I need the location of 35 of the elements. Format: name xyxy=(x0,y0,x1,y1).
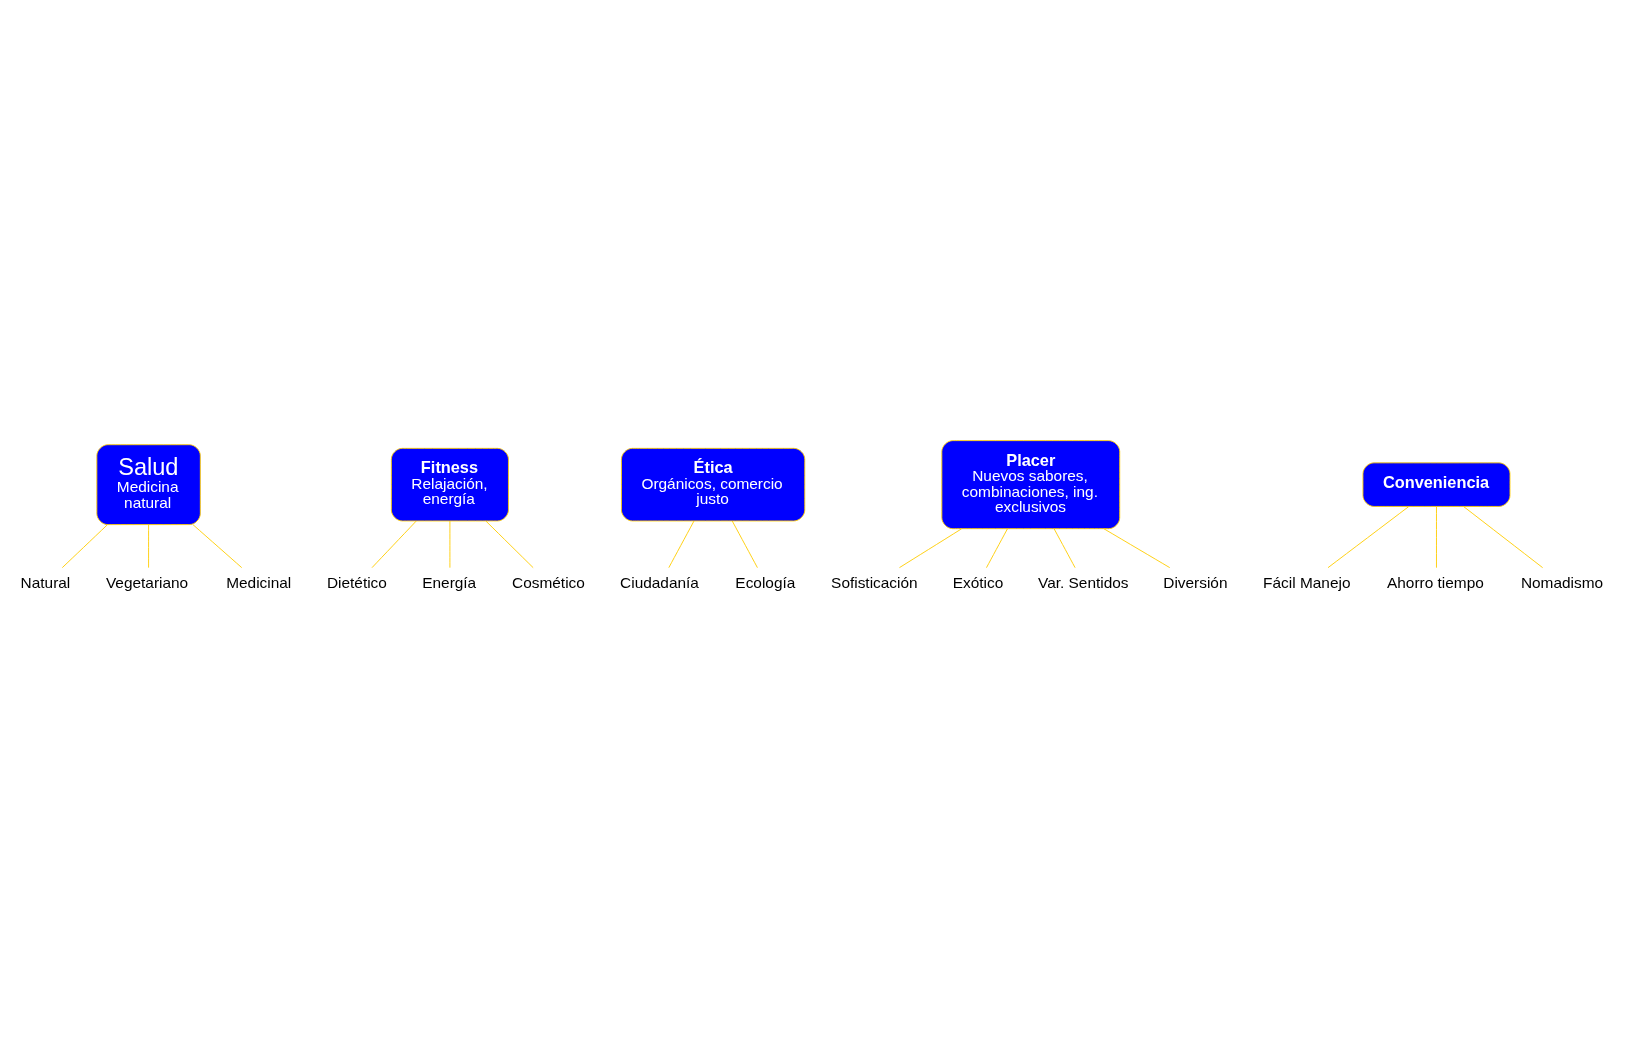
node-text: Cosmético xyxy=(512,573,585,591)
node-text: Natural xyxy=(20,573,71,591)
connector xyxy=(899,527,963,568)
node-text: Nomadismo xyxy=(1520,573,1604,591)
node-box: Fitness Relajación, energía xyxy=(390,447,509,521)
node-box: Placer Nuevos sabores, combinaciones, ing. exclusivos xyxy=(941,439,1121,529)
node-text: Vegetariano xyxy=(105,573,189,591)
connector xyxy=(986,527,1008,568)
connector xyxy=(1327,505,1410,568)
node-text: Exótico xyxy=(952,573,1004,591)
connector xyxy=(1053,527,1076,568)
node-text: Var. Sentidos xyxy=(1038,573,1129,591)
connector xyxy=(1463,505,1544,568)
connector xyxy=(148,523,150,568)
connector xyxy=(731,520,758,568)
node-box: Ética Orgánicos, comercio justo xyxy=(621,447,806,521)
connector xyxy=(449,520,451,568)
connector xyxy=(61,523,108,568)
node-text: Diversión xyxy=(1163,573,1228,591)
node-text: Ahorro tiempo xyxy=(1387,573,1484,591)
connector xyxy=(1103,527,1171,568)
connector xyxy=(668,520,695,568)
connector xyxy=(1436,505,1437,568)
connector xyxy=(192,523,243,568)
node-box: Conveniencia xyxy=(1362,461,1511,507)
connector xyxy=(485,520,534,568)
node-text: Fácil Manejo xyxy=(1263,573,1351,591)
node-text: Ciudadanía xyxy=(620,573,699,591)
node-text: Dietético xyxy=(326,573,387,591)
node-text: Sofisticación xyxy=(831,573,918,591)
node-text: Medicinal xyxy=(226,573,292,591)
node-text: Ecología xyxy=(735,573,796,591)
connector xyxy=(371,520,417,568)
node-text: Energía xyxy=(422,573,477,591)
node-box: Salud Medicina natural xyxy=(96,443,201,525)
